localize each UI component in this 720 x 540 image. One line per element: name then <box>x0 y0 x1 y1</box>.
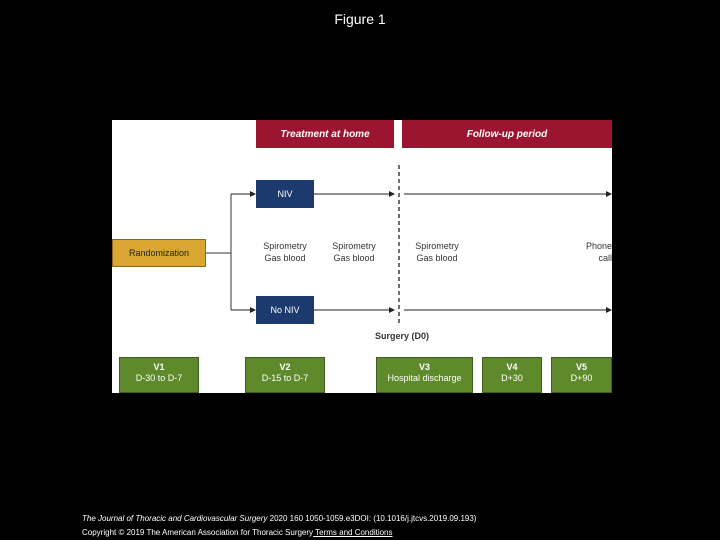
copyright: Copyright © 2019 The American Associatio… <box>82 528 393 537</box>
terms-link[interactable]: Terms and Conditions <box>313 528 393 537</box>
header-treatment-at-home: Treatment at home <box>256 120 394 148</box>
randomization-box: Randomization <box>112 239 206 267</box>
citation: The Journal of Thoracic and Cardiovascul… <box>82 514 477 523</box>
header-follow-up-period: Follow-up period <box>402 120 612 148</box>
study-design-diagram: Treatment at home Follow-up period Rando… <box>112 120 612 393</box>
niv-arm-box: NIV <box>256 180 314 208</box>
surgery-label: Surgery (D0) <box>374 331 429 341</box>
connector-lines <box>206 165 612 326</box>
no-niv-arm-box: No NIV <box>256 296 314 324</box>
figure-title: Figure 1 <box>334 11 386 27</box>
